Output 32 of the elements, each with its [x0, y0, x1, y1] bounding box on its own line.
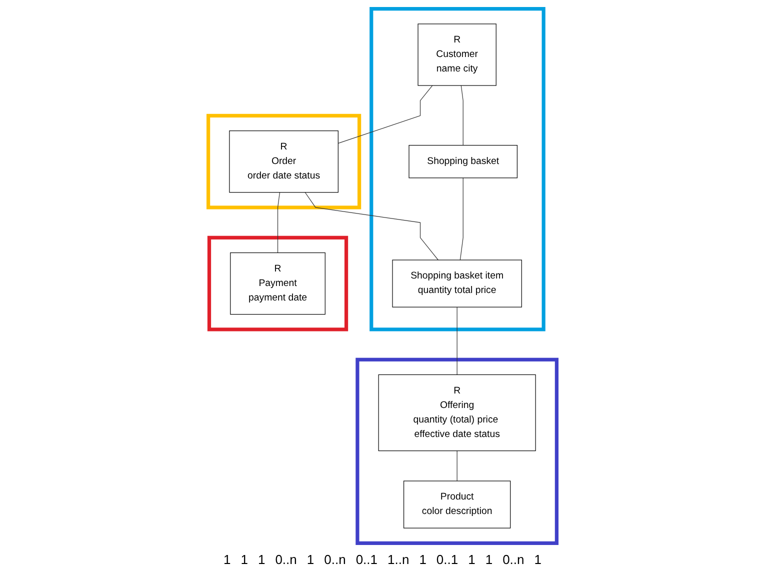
connector — [456, 450, 458, 482]
multiplicity-label: 1..n — [388, 552, 410, 567]
node-box: R Order order date status — [229, 130, 338, 193]
multiplicity-label: 0..n — [324, 552, 346, 567]
node-box: Product color description — [403, 480, 511, 528]
node-box: R Offering quantity (total) price effective date status — [378, 374, 536, 452]
cluster — [356, 358, 558, 545]
cluster — [370, 7, 546, 332]
connector — [338, 85, 433, 144]
multiplicity-label: 0..n — [275, 552, 297, 567]
node-box: Shopping basket item quantity total price — [392, 260, 522, 308]
multiplicity-label: 0..n — [502, 552, 524, 567]
multiplicity-label: 1 — [240, 552, 248, 567]
multiplicity-label: 1 — [258, 552, 266, 567]
multiplicity-label: 1 — [419, 552, 426, 567]
multiplicity-label: 0..1 — [356, 552, 378, 567]
multiplicity-label: 1 — [306, 552, 314, 567]
connector — [456, 306, 458, 376]
multiplicity-label: 1 — [468, 552, 476, 567]
connector — [277, 192, 280, 254]
multiplicity-label: 0..1 — [436, 552, 458, 567]
multiplicity-label: 1 — [485, 552, 493, 567]
node-box: R Customer name city — [418, 24, 496, 86]
connector — [460, 85, 464, 146]
cluster — [207, 236, 348, 332]
node-box: R Payment payment date — [230, 252, 326, 315]
multiplicity-label: 1 — [224, 552, 231, 567]
connector — [460, 178, 464, 260]
cluster — [206, 114, 362, 210]
multiplicity-label: 1 — [534, 552, 542, 567]
node-box: Shopping basket — [408, 144, 518, 178]
connector — [304, 192, 438, 260]
